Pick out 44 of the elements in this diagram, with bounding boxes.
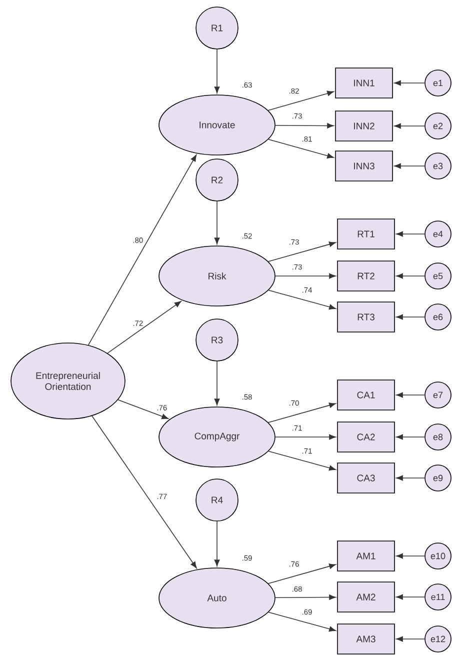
arrow <box>214 201 220 244</box>
arrow <box>396 594 425 600</box>
indicator-box: INN1 <box>335 68 393 98</box>
arrow <box>268 402 336 423</box>
arrow <box>275 273 336 279</box>
arrow <box>394 163 425 169</box>
arrow <box>214 361 220 406</box>
arrow <box>268 612 336 632</box>
indicator-box: INN2 <box>335 110 393 142</box>
arrow <box>396 314 425 320</box>
indicator-box: RT2 <box>337 260 395 292</box>
arrow <box>92 416 197 568</box>
indicator-box: AM1 <box>337 540 395 572</box>
arrow <box>268 242 336 262</box>
indicator-box: AM3 <box>337 624 395 654</box>
arrow <box>275 434 336 440</box>
arrow <box>268 450 336 471</box>
arrow <box>396 392 425 398</box>
arrow <box>396 636 425 642</box>
indicator-box: INN3 <box>335 150 393 182</box>
arrow <box>396 475 425 481</box>
arrow <box>396 434 425 440</box>
arrow <box>275 123 334 128</box>
indicator-box: AM2 <box>337 582 395 612</box>
indicator-box: RT1 <box>337 218 395 250</box>
indicator-box: CA2 <box>337 422 395 452</box>
arrow <box>396 553 425 559</box>
arrow <box>107 301 182 354</box>
arrow <box>268 564 336 584</box>
arrow <box>275 594 336 600</box>
indicator-box: RT3 <box>337 302 395 332</box>
indicator-box: CA3 <box>337 462 395 494</box>
arrow <box>88 154 197 346</box>
arrow <box>214 521 220 566</box>
arrow <box>268 90 334 111</box>
arrow <box>118 399 169 420</box>
arrow <box>396 273 425 279</box>
arrow <box>396 231 425 237</box>
arrow <box>268 290 336 310</box>
arrow <box>394 123 425 129</box>
arrow <box>268 138 334 159</box>
arrow <box>394 80 425 86</box>
arrow <box>214 49 220 94</box>
indicator-box: CA1 <box>337 380 395 410</box>
